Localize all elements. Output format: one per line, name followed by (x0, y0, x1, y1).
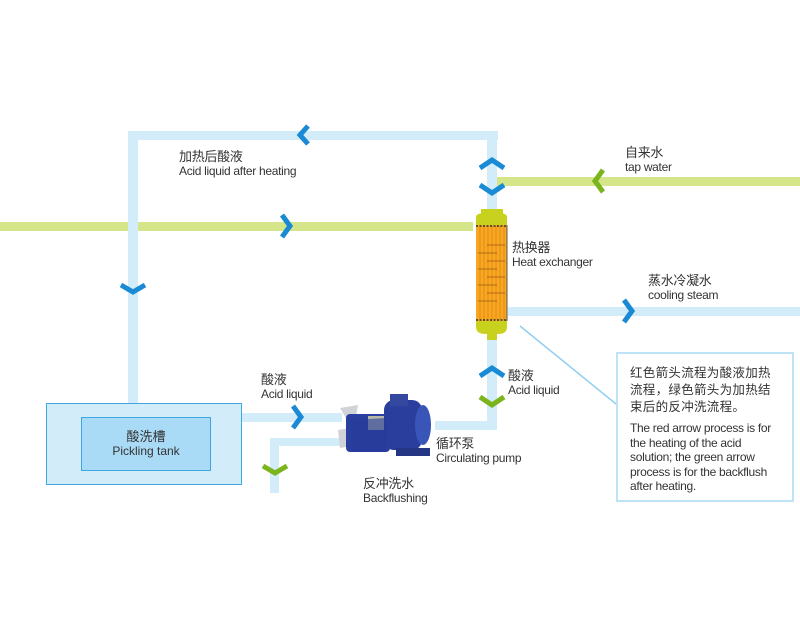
pipe-tap-water (497, 177, 800, 186)
circulating-pump (338, 394, 431, 456)
flow-arrows (119, 124, 636, 476)
legend-note-en: The red arrow process is for the heating… (630, 421, 771, 493)
legend-note-zh: 红色箭头流程为酸液加热流程，绿色箭头为加热结束后的反冲洗流程。 (630, 365, 771, 414)
pipe-backflush-horizontal (270, 438, 340, 446)
label-tap-water: 自来水 tap water (625, 146, 672, 174)
arrow-backflush-down (261, 463, 289, 476)
pipe-green-left-2 (138, 222, 473, 231)
arrow-tap-water-left (591, 168, 606, 194)
arrow-exchanger-top-up (478, 156, 506, 171)
legend-note: 红色箭头流程为酸液加热流程，绿色箭头为加热结束后的反冲洗流程。 The red … (616, 352, 794, 502)
pickling-tank: 酸洗槽 Pickling tank (81, 417, 211, 471)
pipe-backflush-vertical (270, 438, 279, 493)
pipe-exchanger-top (487, 131, 497, 213)
arrow-cooling-steam-right (621, 298, 636, 324)
arrow-green-right (279, 213, 294, 239)
pipe-pump-outlet (435, 421, 497, 430)
arrow-exchanger-top-down (478, 182, 506, 197)
heat-exchanger (476, 209, 508, 340)
arrow-acid-to-pump-right (290, 404, 305, 430)
pipe-tank-to-pump (242, 413, 342, 422)
arrow-acid-up (478, 364, 506, 379)
pickling-tank-label-zh: 酸洗槽 (126, 430, 166, 445)
note-pointer-line (519, 325, 617, 405)
pipe-left-vertical (128, 131, 138, 404)
pipe-cooling-steam (508, 307, 800, 316)
label-heat-exchanger: 热换器 Heat exchanger (512, 241, 593, 269)
arrow-acid-down (478, 394, 506, 409)
pipe-exchanger-bottom (487, 340, 497, 430)
acid-pipes (128, 131, 800, 493)
pickling-tank-label-en: Pickling tank (112, 444, 180, 458)
label-acid-after-heating: 加热后酸液 Acid liquid after heating (179, 150, 297, 178)
label-backflushing: 反冲洗水 Backflushing (363, 477, 428, 505)
arrow-top-left (296, 124, 310, 146)
label-circulating-pump: 循环泵 Circulating pump (436, 437, 522, 465)
label-acid-liquid-left: 酸液 Acid liquid (261, 373, 313, 401)
water-pipes (0, 177, 800, 231)
label-cooling-steam: 蒸水冷凝水 cooling steam (648, 274, 719, 302)
pipe-top-horizontal (128, 131, 498, 140)
pipe-green-left (0, 222, 128, 231)
arrow-left-down (119, 282, 147, 295)
label-acid-liquid-right: 酸液 Acid liquid (508, 369, 560, 397)
